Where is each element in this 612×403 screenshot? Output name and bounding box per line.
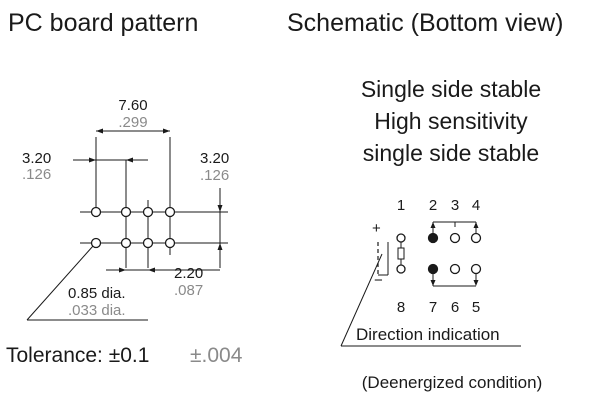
tolerance-in: ±.004: [190, 344, 243, 367]
dim-pitch-in: .087: [174, 282, 203, 299]
schematic-line-3: single side stable: [363, 140, 539, 166]
direction-indication: Direction indication: [356, 325, 500, 344]
pin-3: 3: [451, 197, 459, 214]
tolerance-mm: Tolerance: ±0.1: [6, 344, 149, 367]
pin-8: 8: [397, 299, 405, 316]
schematic-line-2: High sensitivity: [374, 108, 528, 134]
dim-pitch-mm: 2.20: [174, 265, 203, 282]
pcb-pattern: 7.60 .299 3.20 .126 3.20 .126 2.20 .087: [6, 97, 243, 367]
hole-dia-mm: 0.85 dia.: [68, 285, 126, 302]
dim-right-in: .126: [200, 167, 229, 184]
dim-left-in: .126: [22, 166, 51, 183]
pin-6: 6: [451, 299, 459, 316]
hole-dia-in: .033 dia.: [68, 302, 126, 319]
pin-4: 4: [472, 197, 480, 214]
pin-5: 5: [472, 299, 480, 316]
schematic: Single side stable High sensitivity sing…: [340, 76, 543, 392]
coil-symbol: [377, 233, 406, 276]
dim-width-mm: 7.60: [118, 97, 147, 114]
deenergized-condition: (Deenergized condition): [362, 373, 543, 392]
plus-sign: +: [372, 220, 381, 237]
dim-right-mm: 3.20: [200, 150, 229, 167]
dim-left-mm: 3.20: [22, 150, 51, 167]
pin-7: 7: [429, 299, 437, 316]
dim-width-in: .299: [118, 114, 147, 131]
pin-1: 1: [397, 197, 405, 214]
contact-bottom: [427, 263, 482, 287]
pcb-title: PC board pattern: [8, 9, 198, 37]
schematic-line-1: Single side stable: [361, 76, 541, 102]
schematic-title: Schematic (Bottom view): [287, 9, 563, 37]
pin-2: 2: [429, 197, 437, 214]
pcb-holes: [90, 206, 176, 249]
minus-sign: −: [374, 272, 383, 289]
contact-top: [427, 221, 482, 244]
